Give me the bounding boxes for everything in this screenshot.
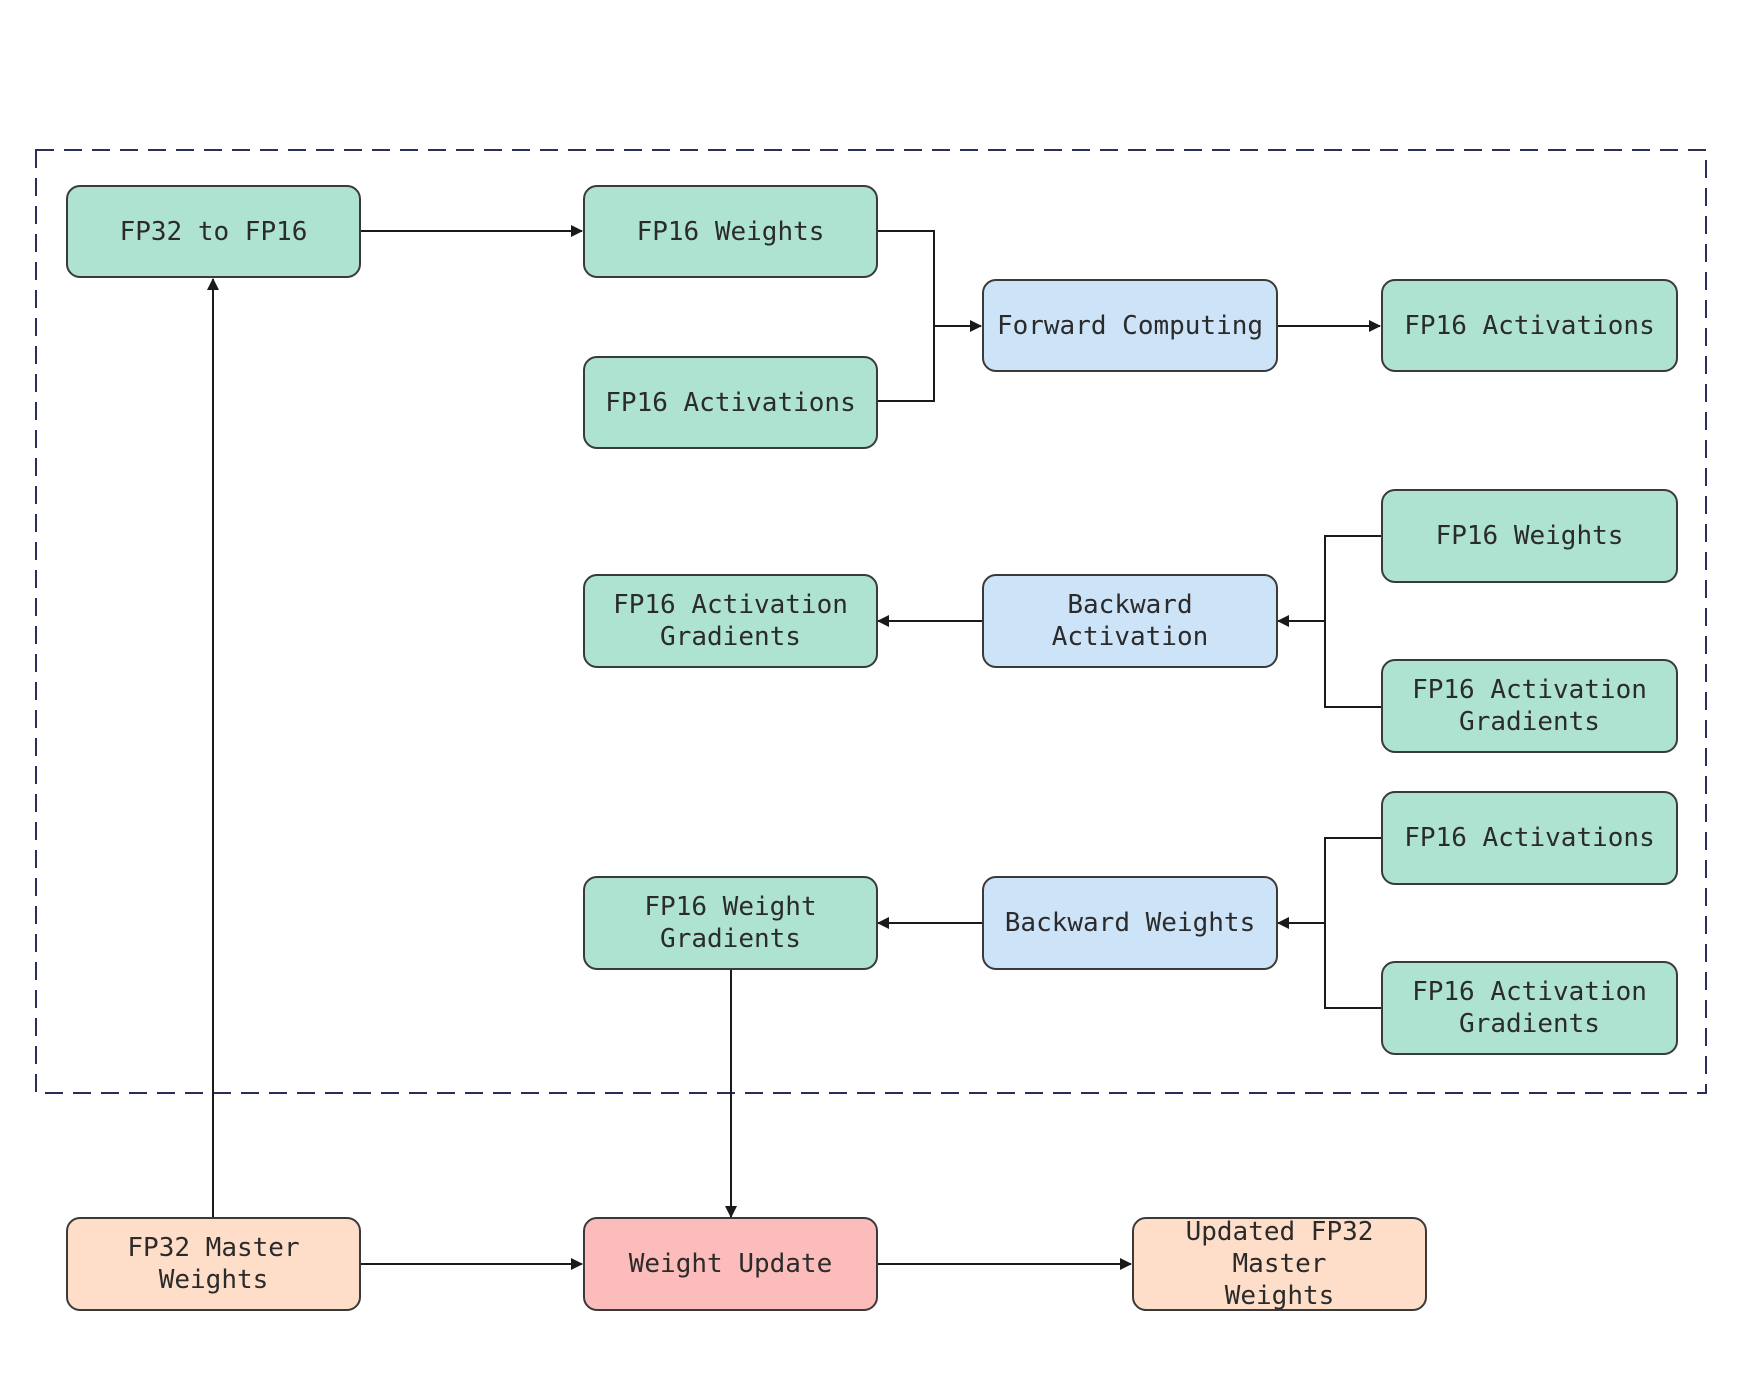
fp16-activations-backward-input-node: FP16 Activations <box>1381 791 1678 885</box>
edge-act-grad-to-backward-activation <box>1324 621 1382 708</box>
weight-update-node: Weight Update <box>583 1217 878 1311</box>
edge-fp16-activations-to-forward <box>877 320 982 402</box>
edge-act-grad-to-backward-weights <box>1324 923 1382 1009</box>
fp16-activations-output-node: FP16 Activations <box>1381 279 1678 372</box>
fp16-weights-node: FP16 Weights <box>583 185 878 278</box>
fp32-to-fp16-node: FP32 to FP16 <box>66 185 361 278</box>
updated-fp32-master-weights-node: Updated FP32 Master Weights <box>1132 1217 1427 1311</box>
fp16-weight-gradients-node: FP16 Weight Gradients <box>583 876 878 970</box>
edge-fp16-activations-to-backward-weights <box>1277 837 1382 929</box>
fp16-activation-gradients-output-node: FP16 Activation Gradients <box>583 574 878 668</box>
backward-activation-node: Backward Activation <box>982 574 1278 668</box>
fp16-activation-gradients-input-node: FP16 Activation Gradients <box>1381 659 1678 753</box>
fp16-activation-gradients-weights-input-node: FP16 Activation Gradients <box>1381 961 1678 1055</box>
forward-computing-node: Forward Computing <box>982 279 1278 372</box>
fp16-activations-input-node: FP16 Activations <box>583 356 878 449</box>
edge-fp16-weights-to-backward-activation <box>1277 535 1382 627</box>
edge-fp16-weights-to-forward <box>877 230 935 326</box>
fp16-weights-backward-input-node: FP16 Weights <box>1381 489 1678 583</box>
backward-weights-node: Backward Weights <box>982 876 1278 970</box>
fp16-computation-region <box>35 149 1707 1094</box>
fp32-master-weights-node: FP32 Master Weights <box>66 1217 361 1311</box>
